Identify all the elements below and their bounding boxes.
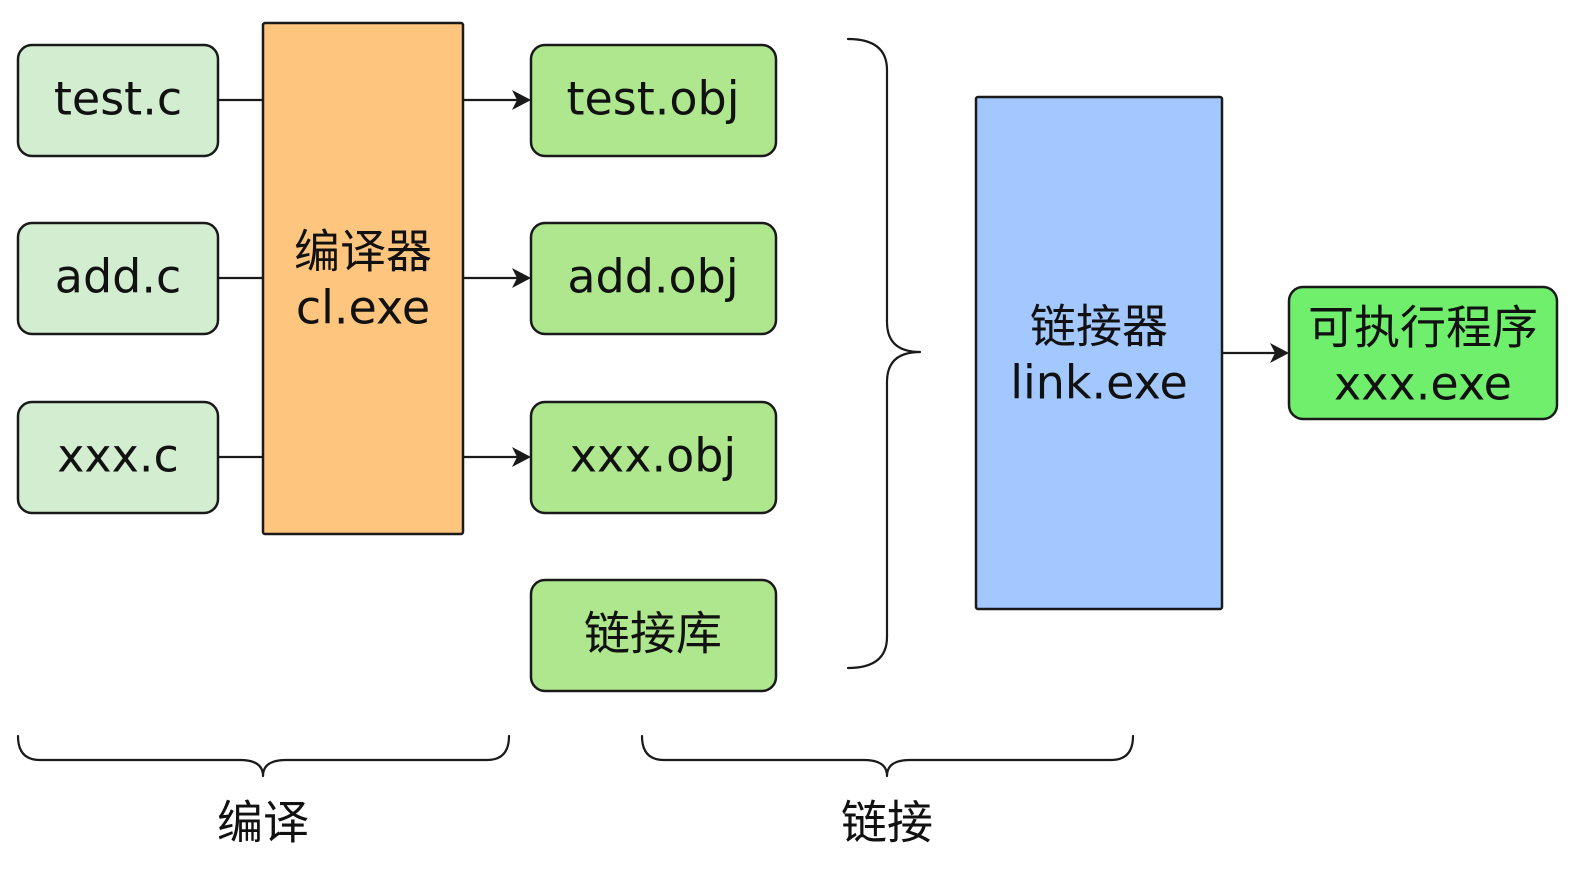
- source-file-add-c: add.c: [16, 221, 220, 336]
- object-file-label: test.obj: [566, 72, 739, 126]
- link-stage-label: 链接: [841, 796, 933, 850]
- compiler-name: 编译器: [294, 225, 432, 279]
- compile-stage-brace: [16, 734, 511, 778]
- link-library-label: 链接库: [584, 607, 722, 661]
- compiler-to-object-arrow: [461, 447, 531, 467]
- output-name: 可执行程序: [1308, 301, 1538, 355]
- object-file-test-obj: test.obj: [529, 43, 778, 158]
- object-file-label: add.obj: [567, 250, 738, 304]
- object-file-label: xxx.obj: [570, 429, 736, 483]
- output-exe: xxx.exe: [1334, 357, 1512, 411]
- output-executable-box: 可执行程序 xxx.exe: [1287, 285, 1559, 421]
- compiler-to-object-arrow: [461, 268, 531, 288]
- compile-stage-label: 编译: [217, 796, 309, 850]
- object-file-xxx-obj: xxx.obj: [529, 400, 778, 515]
- compiler-exe: cl.exe: [296, 281, 430, 335]
- source-file-label: test.c: [54, 72, 182, 126]
- compiler-box: 编译器 cl.exe: [261, 21, 465, 536]
- source-file-label: xxx.c: [57, 429, 179, 483]
- linker-box: 链接器 link.exe: [974, 95, 1224, 611]
- linker-exe: link.exe: [1010, 356, 1188, 410]
- source-file-label: add.c: [55, 250, 182, 304]
- linker-name: 链接器: [1030, 300, 1168, 354]
- source-file-test-c: test.c: [16, 43, 220, 158]
- object-group-brace: [846, 37, 922, 670]
- compiler-to-object-arrow: [461, 90, 531, 110]
- linker-to-output-arrow: [1220, 343, 1289, 363]
- link-library-box: 链接库: [529, 578, 778, 693]
- source-file-xxx-c: xxx.c: [16, 400, 220, 515]
- object-file-add-obj: add.obj: [529, 221, 778, 336]
- link-stage-brace: [640, 734, 1135, 778]
